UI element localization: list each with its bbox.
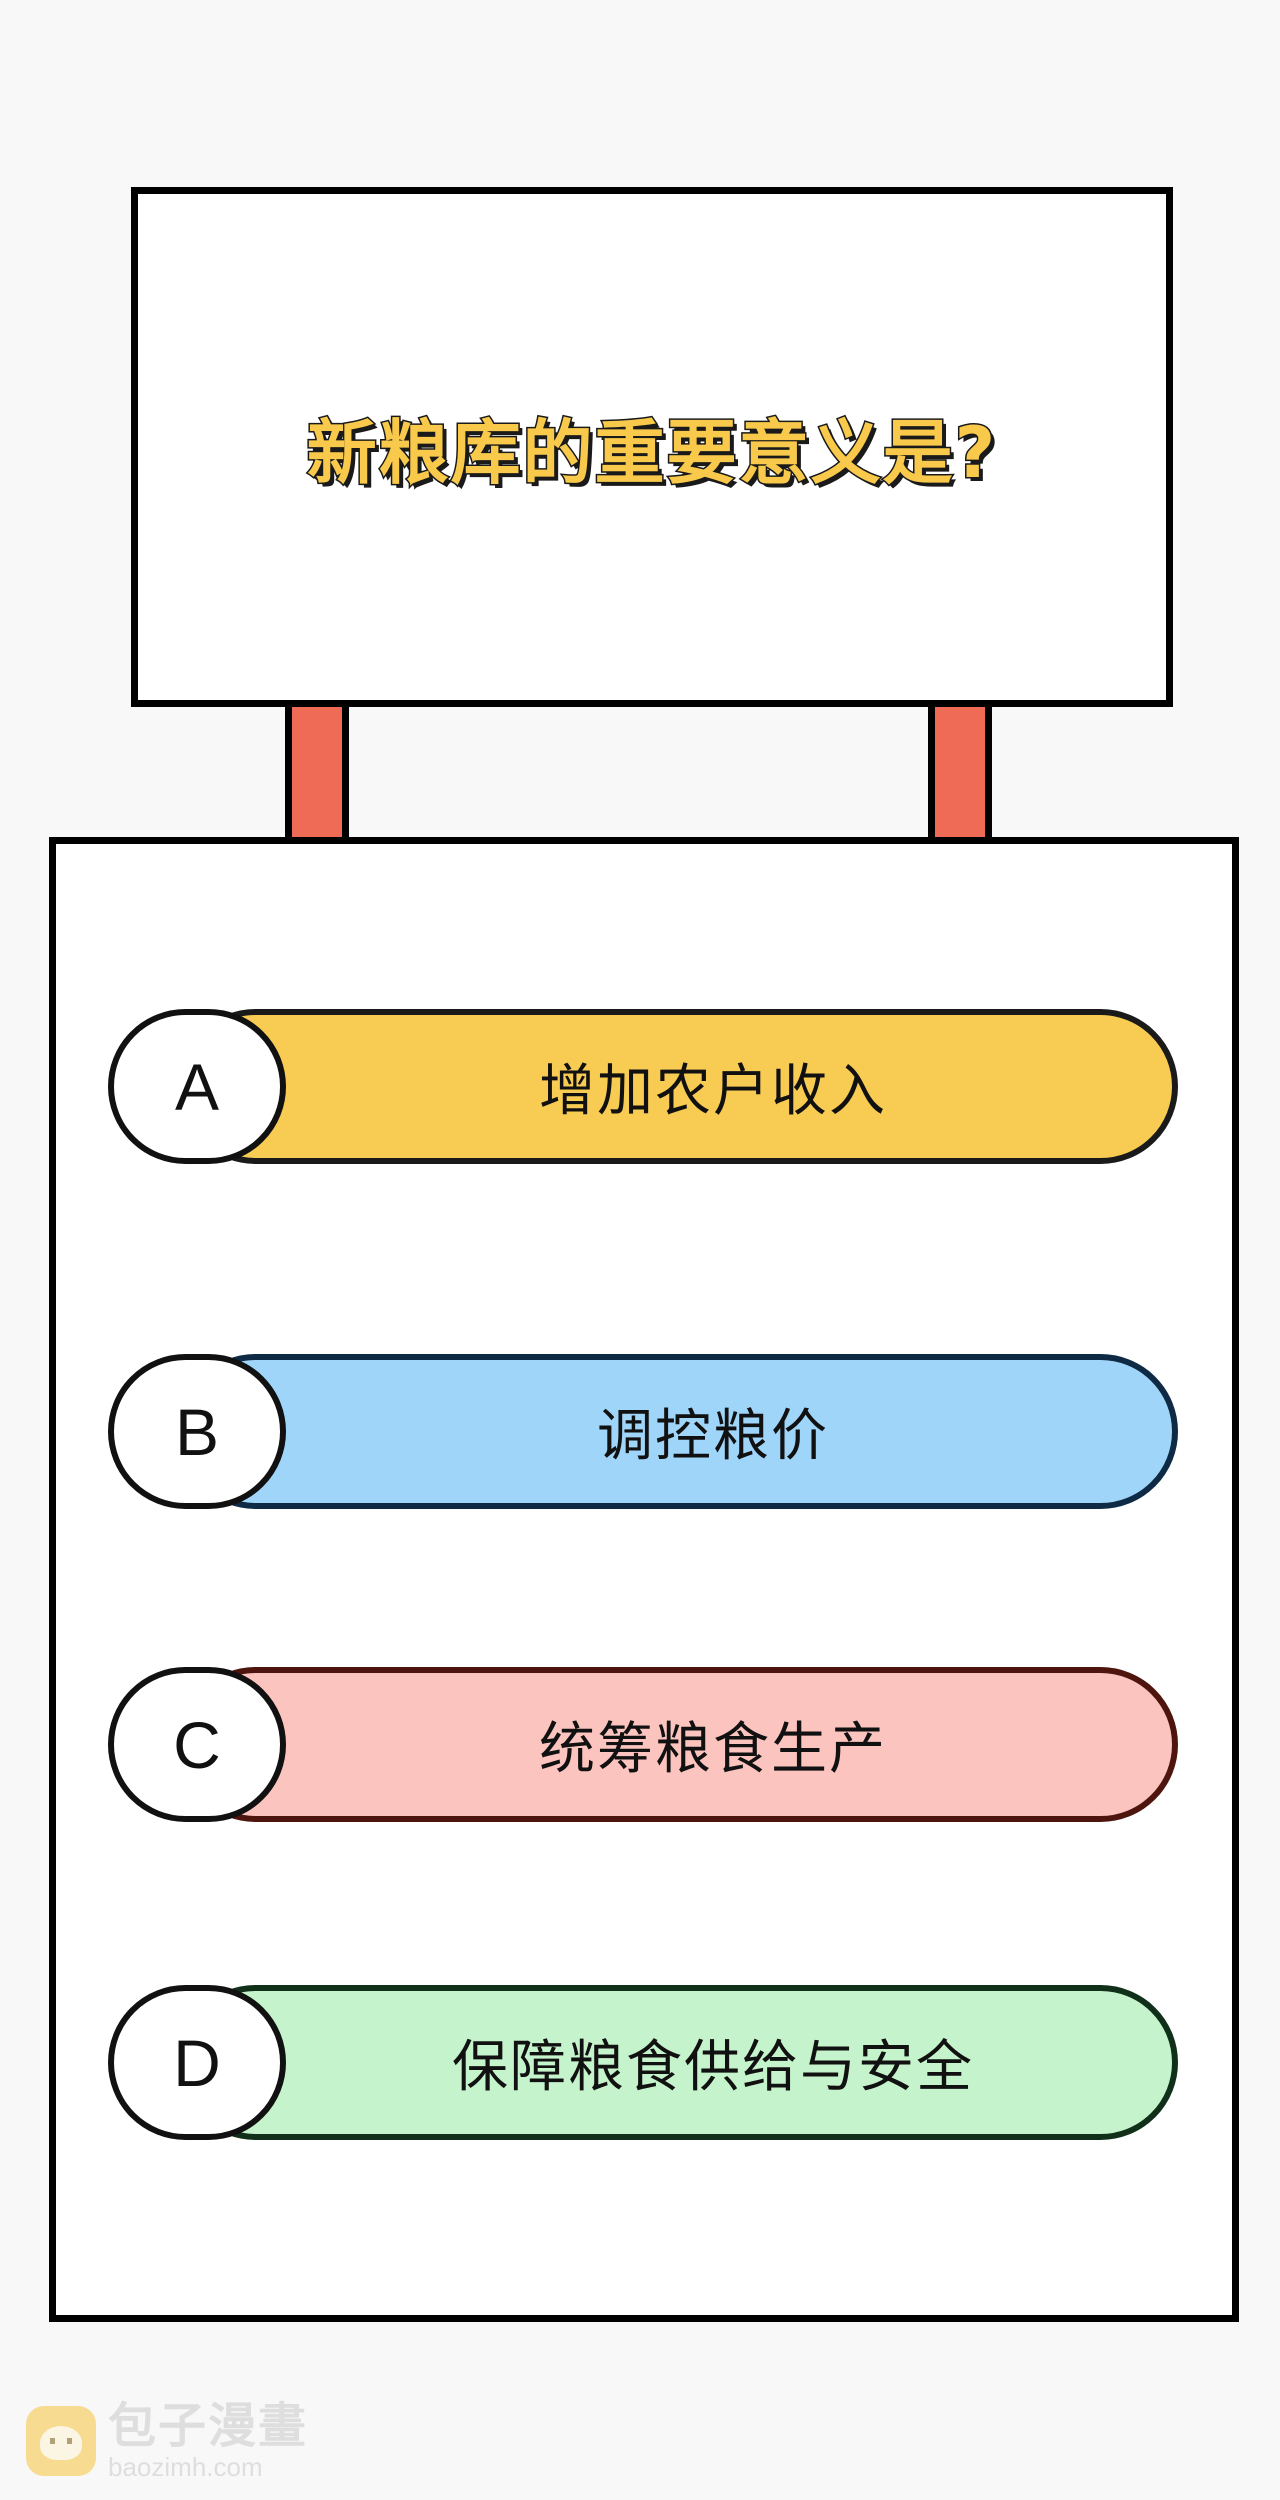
option-d-text: 保障粮食供给与安全 <box>452 2035 974 2100</box>
option-a-letter: A <box>174 1049 220 1124</box>
option-c-text: 统筹粮食生产 <box>539 1717 887 1782</box>
option-c-pill[interactable]: 统筹粮食生产 <box>178 1667 1178 1822</box>
watermark-name: 包子漫畫 <box>108 2398 309 2454</box>
option-c[interactable]: 统筹粮食生产 C <box>108 1667 1180 1822</box>
option-a-badge[interactable]: A <box>108 1009 286 1164</box>
option-b-letter: B <box>174 1394 220 1469</box>
watermark-domain: baozimh.com <box>108 2452 263 2482</box>
question-sign: 新粮库的重要意义是? <box>131 187 1173 707</box>
option-c-letter: C <box>173 1707 221 1782</box>
sign-post-right <box>928 707 992 840</box>
option-b-text: 调控粮价 <box>597 1404 829 1469</box>
option-c-badge[interactable]: C <box>108 1667 286 1822</box>
watermark: 包子漫畫 baozimh.com <box>26 2402 308 2480</box>
option-d[interactable]: 保障粮食供给与安全 D <box>108 1985 1180 2140</box>
bun-logo-icon <box>26 2406 96 2476</box>
sign-post-left <box>285 707 349 840</box>
watermark-text: 包子漫畫 baozimh.com <box>108 2402 308 2480</box>
option-d-letter: D <box>173 2025 221 2100</box>
option-a-pill[interactable]: 增加农户收入 <box>178 1009 1178 1164</box>
option-b[interactable]: 调控粮价 B <box>108 1354 1180 1509</box>
question-title: 新粮库的重要意义是? <box>305 410 998 495</box>
option-b-pill[interactable]: 调控粮价 <box>178 1354 1178 1509</box>
option-a-text: 增加农户收入 <box>539 1059 887 1124</box>
option-b-badge[interactable]: B <box>108 1354 286 1509</box>
option-a[interactable]: 增加农户收入 A <box>108 1009 1180 1164</box>
option-d-pill[interactable]: 保障粮食供给与安全 <box>178 1985 1178 2140</box>
option-d-badge[interactable]: D <box>108 1985 286 2140</box>
